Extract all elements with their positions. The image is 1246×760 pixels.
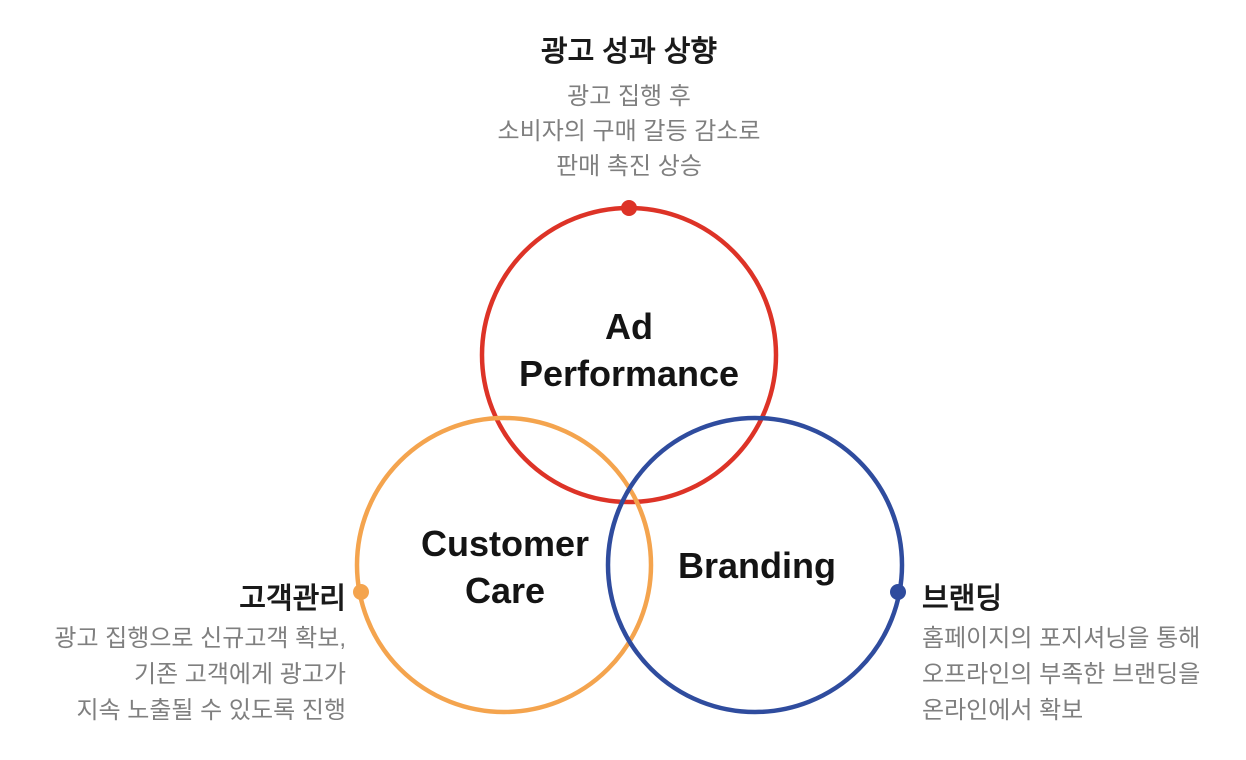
annotation-line: 광고 집행 후 — [567, 83, 691, 110]
annotation-line: 온라인에서 확보 — [922, 697, 1084, 724]
customer-care-label: Customer Care — [305, 520, 705, 614]
ad-performance-label-line1: Ad — [605, 306, 653, 347]
ad-performance-dot — [621, 200, 637, 216]
branding-annotation-title: 브랜딩 — [922, 583, 1003, 615]
customer-care-dot — [353, 584, 369, 600]
annotation-line: 판매 촉진 상승 — [556, 153, 702, 180]
ad-performance-label: Ad Performance — [429, 303, 829, 397]
annotation-line: 지속 노출될 수 있도록 진행 — [76, 697, 346, 724]
branding-label: Branding — [557, 542, 957, 589]
annotation-line: 소비자의 구매 갈등 감소로 — [497, 118, 761, 145]
customer-care-annotation: 고객관리 광고 집행으로 신규고객 확보, 기존 고객에게 광고가 지속 노출될… — [16, 581, 346, 729]
customer-care-label-line1: Customer — [420, 523, 590, 564]
branding-label-line1: Branding — [678, 545, 836, 586]
annotation-line: 홈페이지의 포지셔닝을 통해 — [922, 625, 1201, 652]
annotation-line: 오프라인의 부족한 브랜딩을 — [922, 661, 1201, 688]
branding-dot — [890, 584, 906, 600]
annotation-line: 광고 집행으로 신규고객 확보, — [54, 625, 346, 652]
customer-care-annotation-title: 고객관리 — [239, 583, 346, 615]
customer-care-circle — [354, 415, 654, 715]
customer-care-label-line2: Care — [464, 570, 546, 611]
annotation-line: 기존 고객에게 광고가 — [133, 661, 346, 688]
ad-performance-label-line2: Performance — [518, 353, 740, 394]
ad-performance-annotation: 광고 성과 상향 광고 집행 후 소비자의 구매 갈등 감소로 판매 촉진 상승 — [323, 34, 935, 184]
ad-performance-annotation-title: 광고 성과 상향 — [540, 36, 718, 68]
branding-circle — [605, 415, 905, 715]
branding-annotation: 브랜딩 홈페이지의 포지셔닝을 통해 오프라인의 부족한 브랜딩을 온라인에서 … — [922, 581, 1246, 729]
